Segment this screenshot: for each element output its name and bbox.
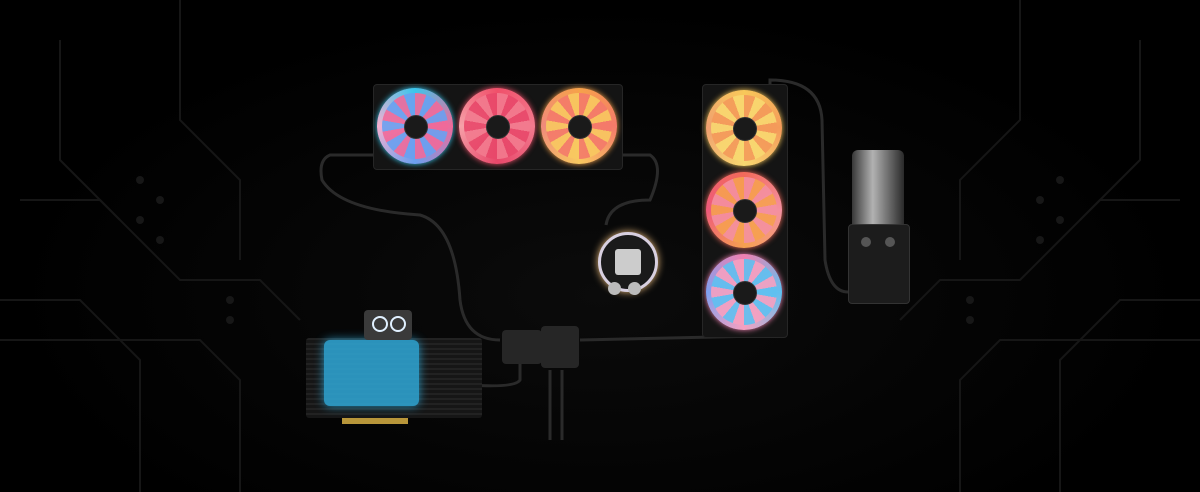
cables: [319, 78, 849, 440]
reservoir: [848, 150, 910, 304]
fan-hub: [404, 115, 428, 139]
fan-hub: [733, 117, 757, 141]
fan-side-3: [706, 254, 782, 330]
fan-top-1: [377, 88, 453, 164]
fan-hub: [733, 281, 757, 305]
gpu-water-block: [324, 340, 419, 406]
pump-fittings: [608, 282, 644, 296]
pump-head: [598, 232, 658, 292]
gpu-terminal: [364, 310, 412, 340]
fan-hub: [486, 115, 510, 139]
fan-top-3: [541, 88, 617, 164]
gpu-card: [306, 310, 482, 426]
fan-hub: [568, 115, 592, 139]
hub-right: [541, 326, 579, 368]
hub-left: [502, 330, 542, 364]
fan-side-2: [706, 172, 782, 248]
fan-top-2: [459, 88, 535, 164]
fan-hub: [733, 199, 757, 223]
fan-side-1: [706, 90, 782, 166]
